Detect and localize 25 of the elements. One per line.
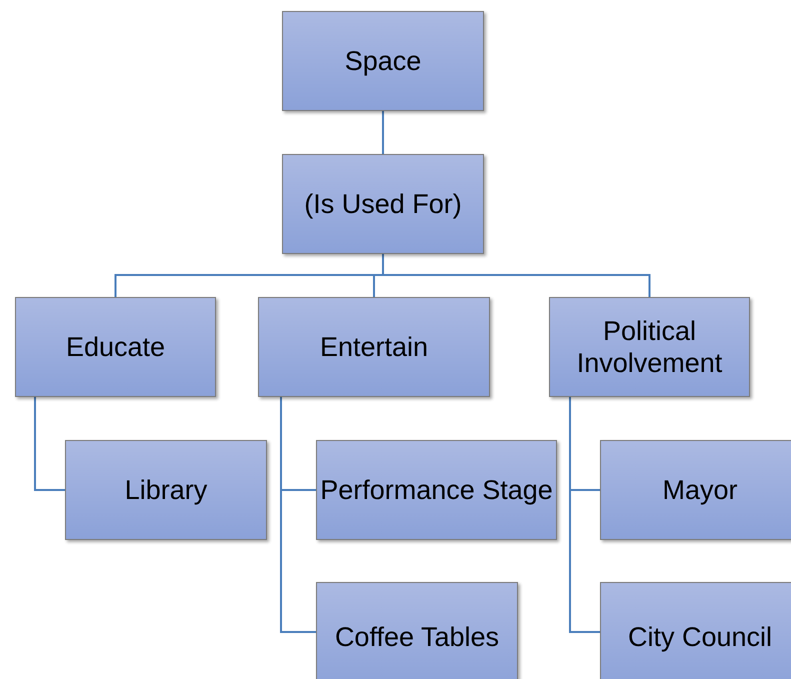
box-label: Coffee Tables (334, 620, 500, 654)
connector-line (569, 397, 600, 633)
process-box (282, 11, 484, 111)
process-box (316, 440, 557, 540)
box-label: Educate (66, 330, 166, 364)
box-label: City Council (628, 620, 772, 654)
process-box (600, 440, 791, 540)
process-box (258, 297, 490, 397)
connector-line (382, 111, 384, 154)
box-label: (Is Used For) (304, 188, 462, 220)
process-box (15, 297, 216, 397)
box-label: Mayor (662, 474, 738, 506)
process-box (600, 582, 791, 679)
connector-line (382, 254, 650, 297)
box-label: Space (344, 44, 422, 78)
connector-line (34, 397, 65, 491)
process-box (65, 440, 267, 540)
process-box (282, 154, 484, 254)
box-label: Entertain (320, 330, 428, 364)
box-label: Performance Stage (320, 474, 553, 506)
process-box (316, 582, 518, 679)
connector-line (280, 397, 316, 633)
process-box (549, 297, 750, 397)
box-label: Library (124, 474, 208, 506)
box-label: Political Involvement (576, 314, 724, 380)
